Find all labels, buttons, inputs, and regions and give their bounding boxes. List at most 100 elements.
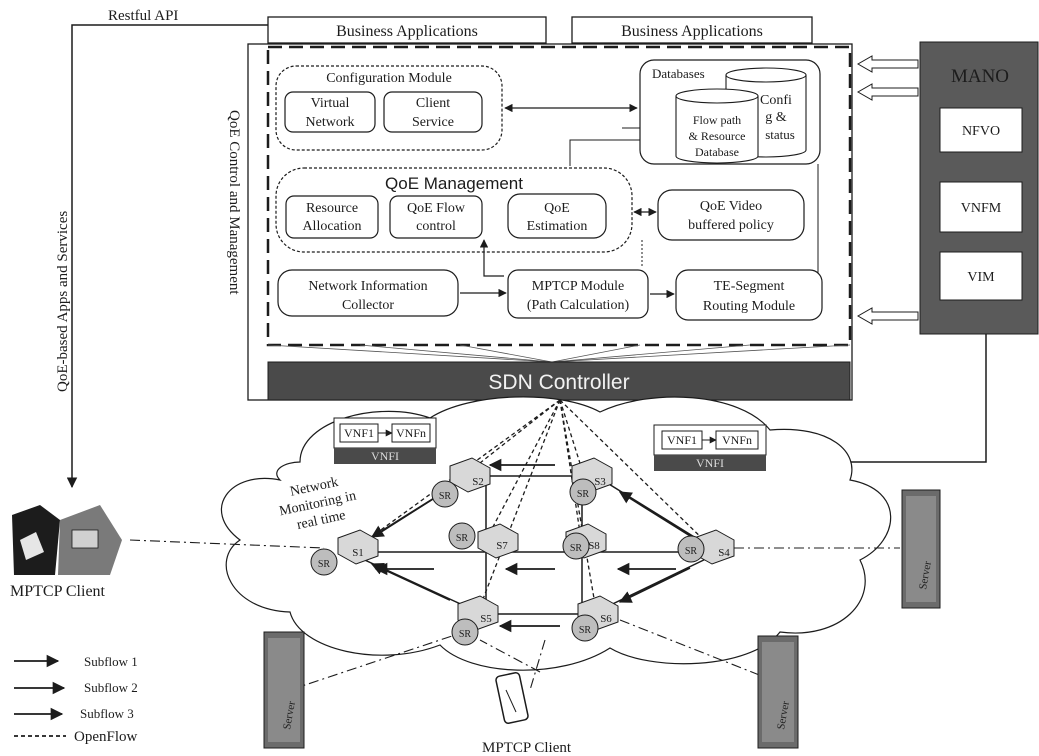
server-bottom-right-label: Server	[775, 700, 792, 731]
client-left-device	[10, 505, 122, 575]
sr-label-s3: SR	[577, 489, 590, 500]
qoe-management-title: QoE Management	[385, 174, 523, 193]
switch-s1-label: S1	[352, 547, 364, 559]
network-cloud	[220, 396, 892, 671]
network-info-label-1: Network Information	[308, 279, 427, 294]
switch-s8-label: S8	[588, 540, 600, 552]
databases-block: Databases Confi g & status Flow path & R…	[639, 59, 821, 165]
restful-api-label: Restful API	[108, 8, 178, 24]
vnfi-right-label: VNFI	[696, 456, 724, 470]
flow-control-label-2: control	[416, 219, 456, 234]
business-applications-1: Business Applications	[267, 16, 547, 44]
server-right-label: Server	[917, 560, 934, 591]
db-to-qoe-line	[569, 139, 640, 166]
resource-allocation-label-1: Resource	[306, 201, 358, 216]
switch-s1: S1	[337, 529, 379, 565]
flow-control-label-1: QoE Flow	[407, 201, 466, 216]
te-segment-label-1: TE-Segment	[714, 279, 785, 294]
virtual-network-label-1: Virtual	[311, 96, 350, 111]
config-db-label-3: status	[765, 127, 795, 142]
sr-label-s5: SR	[459, 629, 472, 640]
mptcp-module-label-2: (Path Calculation)	[527, 298, 630, 313]
legend: Subflow 1 Subflow 2 Subflow 3 OpenFlow	[14, 654, 138, 745]
vnf-right-1: VNF1	[667, 433, 697, 447]
server-bottom-left-label: Server	[281, 700, 298, 731]
sdn-controller: SDN Controller	[267, 361, 851, 401]
flow-db-label-1: Flow path	[693, 113, 741, 127]
sr-label-s6: SR	[579, 625, 592, 636]
video-policy-label-1: QoE Video	[700, 199, 762, 214]
virtual-network-label-2: Network	[306, 115, 355, 130]
sr-label-s2: SR	[439, 491, 452, 502]
qoe-control-label: QoE Control and Management	[226, 110, 242, 295]
legend-subflow-2: Subflow 2	[84, 680, 138, 695]
switch-s5-label: S5	[480, 613, 492, 625]
qoe-apps-label: QoE-based Apps and Services	[55, 211, 71, 392]
sr-node-s2	[431, 480, 459, 508]
switch-s2-label: S2	[472, 476, 484, 488]
sr-label-s1: SR	[318, 559, 331, 570]
configuration-title: Configuration Module	[326, 71, 452, 86]
segment-routers: SR SR SR SR SR SR SR SR	[310, 478, 705, 646]
config-db-label-1: Confi	[760, 93, 792, 108]
config-db-label-2: g &	[765, 110, 787, 125]
switch-s3-label: S3	[594, 476, 606, 488]
sdn-controller-label: SDN Controller	[488, 371, 629, 394]
legend-subflow-1: Subflow 1	[84, 654, 138, 669]
client-service-label-2: Service	[412, 115, 454, 130]
business-applications-2: Business Applications	[571, 16, 813, 44]
controller-funnel-lines	[267, 344, 851, 363]
client-service-label-1: Client	[416, 96, 450, 111]
mptcp-module-label-1: MPTCP Module	[532, 279, 624, 294]
sr-label-s7: SR	[456, 533, 469, 544]
configuration-module: Configuration Module Virtual Network Cli…	[275, 65, 503, 151]
business-app-label-2: Business Applications	[621, 23, 763, 40]
sr-node-s6	[571, 614, 599, 642]
resource-allocation-label-2: Allocation	[302, 219, 361, 234]
sr-label-s4: SR	[685, 546, 698, 557]
switch-s6-label: S6	[600, 613, 612, 625]
switch-s7-label: S7	[496, 540, 508, 552]
sr-node-s8	[562, 532, 590, 560]
vnf-right: VNF1 VNFn VNFI	[653, 424, 767, 471]
client-bottom-label: MPTCP Client	[482, 740, 572, 756]
subflow-arrows	[370, 458, 693, 633]
te-segment-label-2: Routing Module	[703, 299, 795, 314]
server-right: Server	[901, 489, 941, 609]
vnf-left: VNF1 VNFn VNFI	[333, 417, 437, 464]
legend-subflow-3: Subflow 3	[80, 706, 134, 721]
te-segment-routing-module: TE-Segment Routing Module	[675, 269, 823, 321]
nfvo-label: NFVO	[962, 124, 1000, 139]
sr-node-s5	[451, 618, 479, 646]
network-information-collector: Network Information Collector	[277, 269, 459, 317]
restful-api-connector	[66, 24, 268, 489]
network-info-label-2: Collector	[342, 298, 394, 313]
estimation-label-2: Estimation	[527, 219, 588, 234]
vnfi-left-label: VNFI	[371, 449, 399, 463]
qoe-video-policy: QoE Video buffered policy	[657, 189, 805, 241]
server-bottom-left: Server	[263, 631, 305, 749]
sr-node-s7	[448, 522, 476, 550]
vnf-left-n: VNFn	[396, 426, 426, 440]
vnf-left-1: VNF1	[344, 426, 374, 440]
vnf-right-n: VNFn	[722, 433, 752, 447]
sr-label-s8: SR	[570, 543, 583, 554]
video-policy-label-2: buffered policy	[688, 218, 774, 233]
switches: S1 S2 S3 S4 S5 S6 S7 S8	[337, 457, 735, 631]
mano-block: MANO NFVO VNFM VIM	[919, 41, 1039, 335]
sr-node-s1	[310, 548, 338, 576]
traffic-lines	[129, 539, 900, 691]
flow-db-label-2: & Resource	[689, 129, 746, 143]
mptcp-module: MPTCP Module (Path Calculation)	[507, 269, 649, 319]
business-app-label-1: Business Applications	[336, 23, 478, 40]
qoe-to-mptcp-connector	[479, 239, 504, 277]
databases-title: Databases	[652, 66, 705, 81]
qoe-management-module: QoE Management Resource Allocation QoE F…	[275, 167, 633, 253]
legend-openflow: OpenFlow	[74, 729, 138, 745]
estimation-label-1: QoE	[544, 201, 570, 216]
sr-node-s4	[677, 535, 705, 563]
mano-title: MANO	[951, 66, 1009, 87]
vim-label: VIM	[967, 270, 995, 285]
switch-s4-label: S4	[718, 547, 730, 559]
